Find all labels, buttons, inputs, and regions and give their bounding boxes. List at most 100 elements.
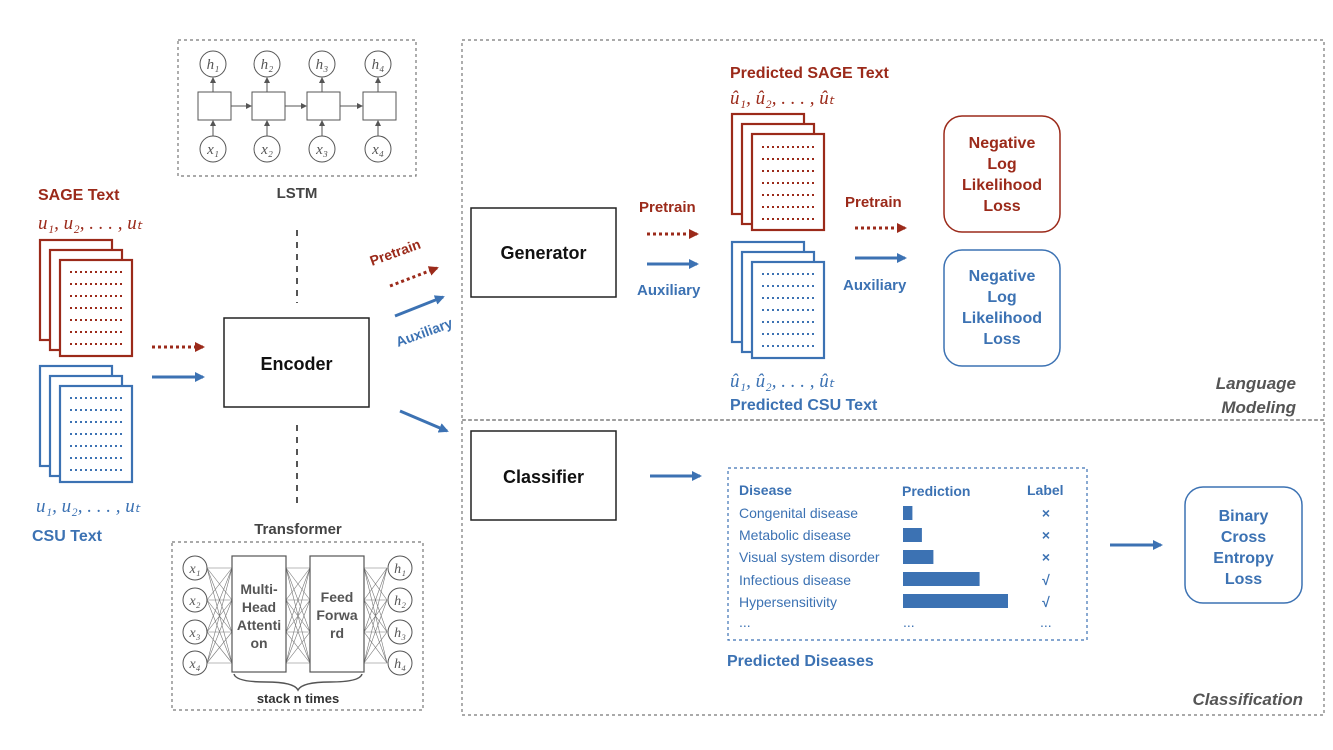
prediction-bar-3	[903, 550, 934, 564]
disease-name-2: Metabolic disease	[739, 527, 851, 543]
transformer-input-2: x₂	[188, 594, 200, 609]
sage-text-label: SAGE Text	[38, 187, 120, 204]
loss-pretrain-label: Pretrain	[845, 194, 902, 211]
bce-loss-box	[1184, 486, 1303, 604]
disease-name-3: Visual system disorder	[739, 549, 880, 565]
sage-nll-line-2: Log	[987, 156, 1016, 173]
encoder-auxiliary-arrow	[394, 295, 445, 318]
predicted-csu-sequence: û₁, û₂, . . . , ûₜ	[730, 371, 835, 392]
encoder-pretrain-label: Pretrain	[368, 236, 423, 269]
attention-line-4: on	[250, 635, 267, 651]
label-mark-5: √	[1042, 594, 1050, 610]
transformer-output-4: h₄	[394, 657, 406, 672]
encoder-box	[223, 317, 370, 408]
sage-sequence: u₁, u₂, . . . , uₜ	[38, 213, 143, 234]
csu-text-label: CSU Text	[32, 528, 103, 545]
encoder-auxiliary-label: Auxiliary	[394, 314, 455, 349]
prediction-bar-1	[903, 506, 913, 520]
transformer-input-3: x₃	[188, 626, 200, 641]
transformer-output-2: h₂	[394, 594, 406, 609]
transformer-input-4: x₄	[188, 657, 200, 672]
sage-document-stack	[38, 238, 134, 358]
stack-label: stack n times	[257, 691, 339, 706]
generator-box	[470, 207, 617, 298]
label-mark-3: ×	[1042, 549, 1050, 565]
feed-forward-box	[309, 555, 365, 673]
prediction-table-frame	[727, 467, 1088, 641]
generator-pretrain-label: Pretrain	[639, 199, 696, 216]
encoder-to-classifier-arrow	[399, 409, 449, 433]
classification-frame	[461, 419, 1325, 716]
header-disease: Disease	[739, 482, 792, 498]
csu-nll-line-4: Loss	[983, 331, 1020, 348]
classifier-box	[470, 430, 617, 521]
stack-brace	[233, 673, 363, 692]
bce-line-2: Cross	[1221, 529, 1266, 546]
disease-name-1: Congenital disease	[739, 505, 858, 521]
csu-nll-line-1: Negative	[969, 268, 1036, 285]
transformer-output-1: h₁	[394, 562, 406, 577]
ellipsis-disease: ...	[739, 614, 751, 630]
transformer-label: Transformer	[254, 521, 342, 538]
label-mark-1: ×	[1042, 505, 1050, 521]
attention-line-1: Multi-	[240, 581, 278, 597]
lstm-input-1: x₁	[206, 142, 219, 158]
loss-auxiliary-label: Auxiliary	[843, 277, 907, 294]
attention-line-3: Attenti	[237, 617, 281, 633]
lstm-hidden-3: h₃	[316, 57, 329, 73]
transformer-input-node-1	[182, 555, 208, 581]
header-label: Label	[1027, 482, 1064, 498]
lstm-hidden-4: h₄	[372, 57, 385, 73]
disease-name-4: Infectious disease	[739, 572, 851, 588]
predicted-csu-title: Predicted CSU Text	[730, 397, 878, 414]
disease-name-5: Hypersensitivity	[739, 594, 837, 610]
transformer-output-node-3	[387, 619, 413, 645]
multi-head-attention-box	[231, 555, 287, 673]
transformer-output-3: h₃	[394, 626, 406, 641]
lstm-input-2: x₂	[260, 142, 273, 158]
ff-line-2: Forwa	[316, 607, 357, 623]
language-modeling-label-2: Modeling	[1221, 398, 1296, 417]
transformer-output-node-4	[387, 650, 413, 676]
predicted-sage-document-stack	[730, 112, 826, 232]
ff-line-3: rd	[330, 625, 344, 641]
language-modeling-frame	[461, 39, 1325, 421]
predicted-csu-document-stack	[730, 240, 826, 360]
prediction-bar-5	[903, 594, 1008, 608]
classifier-label: Classifier	[503, 467, 584, 487]
prediction-bar-2	[903, 528, 922, 542]
language-modeling-label-1: Language	[1216, 374, 1296, 393]
csu-sequence: u₁, u₂, . . . , uₜ	[36, 496, 141, 517]
sage-nll-line-1: Negative	[969, 135, 1036, 152]
csu-nll-loss-box	[943, 249, 1061, 367]
label-mark-4: √	[1042, 572, 1050, 588]
transformer-input-1: x₁	[188, 562, 200, 577]
predicted-sage-title: Predicted SAGE Text	[730, 65, 890, 82]
ellipsis-prediction: ...	[903, 614, 915, 630]
sage-nll-line-4: Loss	[983, 198, 1020, 215]
sage-nll-loss-box	[943, 115, 1061, 233]
csu-nll-line-2: Log	[987, 289, 1016, 306]
predicted-diseases-caption: Predicted Diseases	[727, 653, 874, 670]
lstm-frame	[177, 39, 417, 177]
lstm-input-3: x₃	[315, 142, 328, 158]
prediction-bar-4	[903, 572, 980, 586]
transformer-input-node-4	[182, 650, 208, 676]
csu-document-stack	[38, 364, 134, 484]
attention-line-2: Head	[242, 599, 276, 615]
generator-auxiliary-label: Auxiliary	[637, 282, 701, 299]
lstm-label: LSTM	[277, 185, 318, 202]
bce-line-1: Binary	[1219, 508, 1269, 525]
bce-line-3: Entropy	[1213, 550, 1274, 567]
encoder-label: Encoder	[260, 354, 332, 374]
label-mark-2: ×	[1042, 527, 1050, 543]
ellipsis-label: ...	[1040, 614, 1052, 630]
lstm-input-4: x₄	[371, 142, 384, 158]
lstm-hidden-1: h₁	[207, 57, 220, 73]
header-prediction: Prediction	[902, 483, 970, 499]
ff-line-1: Feed	[321, 589, 354, 605]
bce-line-4: Loss	[1225, 571, 1262, 588]
generator-label: Generator	[500, 243, 586, 263]
encoder-pretrain-arrow	[389, 266, 439, 288]
